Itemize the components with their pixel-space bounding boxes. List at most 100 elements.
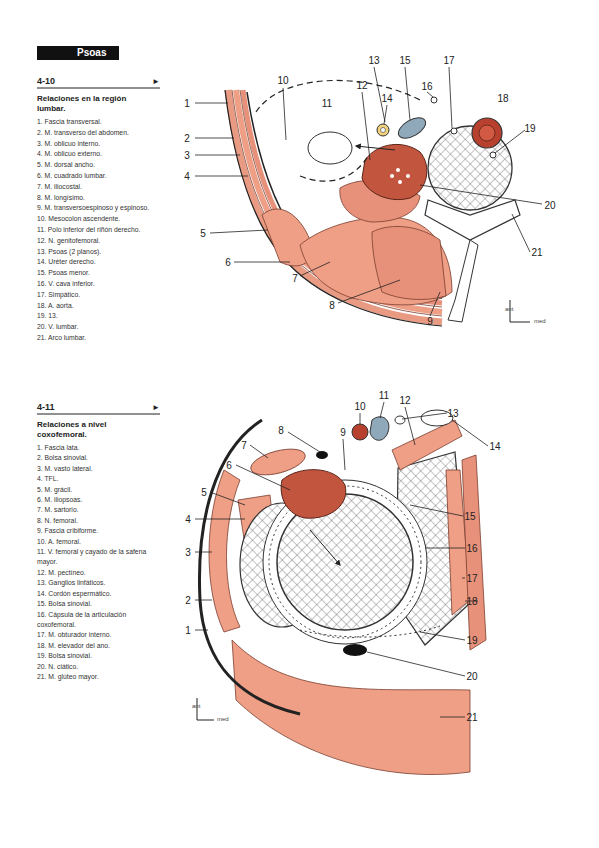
key-item: 9. Fascia cribiforme.: [37, 526, 163, 536]
callout-number: 1: [184, 98, 190, 109]
callout-number: 4: [185, 514, 191, 525]
figure-caption: Relaciones a nivel coxofemoral.: [37, 420, 142, 440]
callout-number: 7: [292, 273, 298, 284]
heading-rule: [37, 88, 160, 89]
key-item: 17. Simpático.: [37, 290, 163, 301]
key-item: 2. Bolsa sinovial.: [37, 453, 163, 463]
key-item: 8. M. longísimo.: [37, 193, 163, 204]
hip-section: [195, 402, 488, 775]
callout-number: 17: [443, 55, 454, 66]
callout-number: 2: [184, 133, 190, 144]
key-item: 1. Fascia lata.: [37, 443, 163, 453]
key-item: 4. M. oblicuo externo.: [37, 149, 163, 160]
key-item: 20. V. lumbar.: [37, 322, 163, 333]
callout-number: 3: [184, 150, 190, 161]
key-item: 3. M. oblicuo interno.: [37, 139, 163, 150]
key-item: 3. M. vasto lateral.: [37, 464, 163, 474]
key-item: 13. Psoas (2 planos).: [37, 247, 163, 258]
key-item: 21. M. glúteo mayor.: [37, 672, 163, 682]
callout-number: 17: [466, 573, 477, 584]
key-item: 18. M. elevador del ano.: [37, 641, 163, 651]
figure-key: Relaciones en la región lumbar. 1. Fascia…: [37, 94, 163, 344]
callout-number: 5: [200, 228, 206, 239]
key-item: 12. M. pectíneo.: [37, 568, 163, 578]
key-item: 19. 13.: [37, 311, 163, 322]
heading-rule: [37, 414, 160, 415]
orientation-label: med: [217, 716, 229, 722]
callout-number: 6: [226, 460, 232, 471]
callout-number: 8: [278, 425, 284, 436]
section-title: Psoas: [37, 46, 119, 60]
callout-number: 15: [399, 55, 410, 66]
callout-number: 10: [354, 401, 365, 412]
callout-number: 12: [399, 395, 410, 406]
callout-number: 18: [466, 596, 477, 607]
callout-number: 1: [185, 625, 191, 636]
key-item: 4. TFL.: [37, 474, 163, 484]
key-item: 21. Arco lumbar.: [37, 333, 163, 344]
key-item: 10. Mesocolon ascendente.: [37, 214, 163, 225]
callout-number: 5: [201, 487, 207, 498]
key-item: 6. M. iliopsoas.: [37, 495, 163, 505]
key-item: 13. Ganglios linfáticos.: [37, 578, 163, 588]
key-item: 1. Fascia transversal.: [37, 117, 163, 128]
callout-number: 18: [497, 93, 508, 104]
key-item: 14. Uréter derecho.: [37, 257, 163, 268]
key-item: 10. A. femoral.: [37, 537, 163, 547]
figure-number: 4-10: [37, 76, 55, 86]
key-item: 11. Polo inferior del riñón derecho.: [37, 225, 163, 236]
key-item: 16. V. cava inferior.: [37, 279, 163, 290]
callout-number: 20: [466, 671, 477, 682]
key-item: 5. M. grácil.: [37, 485, 163, 495]
callout-number: 19: [466, 635, 477, 646]
key-item: 2. M. transverso del abdomen.: [37, 128, 163, 139]
callout-number: 3: [185, 547, 191, 558]
figure-number: 4-11: [37, 402, 55, 412]
key-item: 12. N. genitofemoral.: [37, 236, 163, 247]
callout-number: 19: [524, 123, 535, 134]
orientation-label: ant: [505, 306, 513, 312]
callout-number: 14: [381, 93, 392, 104]
key-item: 7. M. sartorio.: [37, 505, 163, 515]
orientation-label: med: [534, 318, 546, 324]
callout-number: 16: [466, 543, 477, 554]
callout-number: 11: [379, 390, 389, 401]
arrow-mark: ►: [152, 77, 160, 86]
callout-number: 6: [225, 257, 231, 268]
callout-number: 9: [340, 427, 346, 438]
callout-number: 15: [464, 511, 475, 522]
figure-caption: Relaciones en la región lumbar.: [37, 94, 142, 114]
callout-number: 16: [421, 81, 432, 92]
section-bar: Psoas: [37, 46, 119, 60]
key-item: 8. N. femoral.: [37, 516, 163, 526]
callout-number: 7: [241, 440, 247, 451]
key-item: 14. Cordón espermático.: [37, 589, 163, 599]
callout-number: 4: [184, 171, 190, 182]
figure-key: Relaciones a nivel coxofemoral. 1. Fascia…: [37, 420, 163, 682]
callout-number: 10: [277, 75, 288, 86]
key-item: 16. Cápsula de la articulación coxofemor…: [37, 610, 163, 631]
callout-number: 13: [368, 55, 379, 66]
callout-number: 21: [466, 712, 477, 723]
callout-number: 14: [489, 441, 500, 452]
key-item: 19. Bolsa sinovial.: [37, 651, 163, 661]
key-item: 15. Psoas menor.: [37, 268, 163, 279]
callout-number: 2: [185, 595, 191, 606]
callout-number: 13: [447, 408, 458, 419]
key-item: 11. V. femoral y cayado de la safena may…: [37, 547, 163, 568]
key-item: 15. Bolsa sinovial.: [37, 599, 163, 609]
key-item: 6. M. cuadrado lumbar.: [37, 171, 163, 182]
callout-number: 9: [427, 316, 433, 327]
key-item: 7. M. iliocostal.: [37, 182, 163, 193]
key-item: 9. M. transversoespinoso y espinoso.: [37, 203, 163, 214]
lumbar-section: [195, 67, 542, 326]
callout-number: 20: [544, 200, 555, 211]
orientation-label: ant: [192, 703, 200, 709]
callout-number: 12: [356, 80, 367, 91]
callout-number: 11: [322, 98, 332, 109]
callout-number: 8: [329, 300, 335, 311]
key-item: 5. M. dorsal ancho.: [37, 160, 163, 171]
arrow-mark: ►: [152, 403, 160, 412]
key-item: 18. A. aorta.: [37, 301, 163, 312]
